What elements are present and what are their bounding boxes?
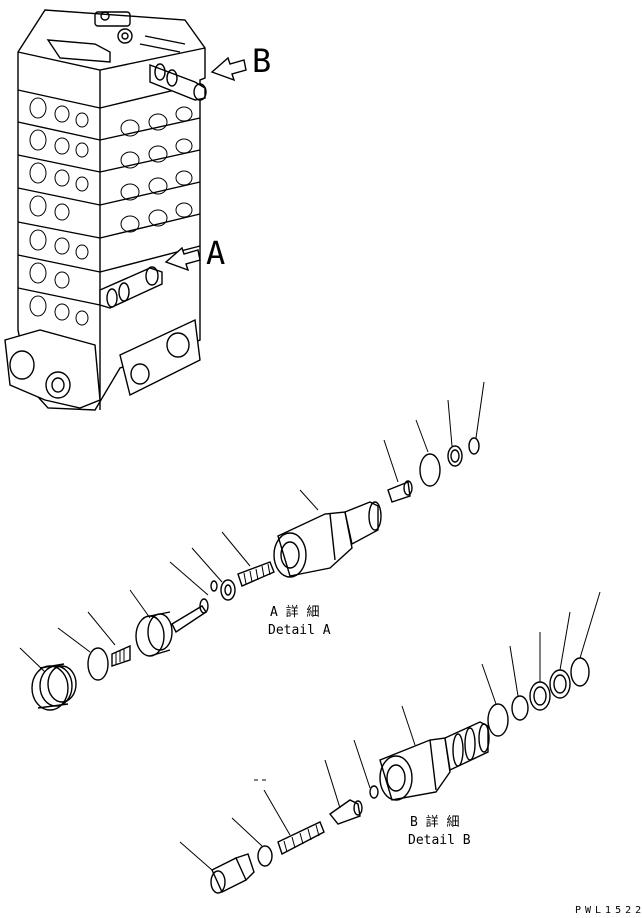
drawing-code: PWL1522 (575, 905, 642, 916)
arrow-to-a (164, 246, 201, 272)
detail-b-parts (210, 657, 590, 894)
arrow-to-b (210, 56, 247, 82)
detail-a-leaders (19, 381, 485, 673)
detail-b-leaders (179, 591, 601, 871)
detail-b-title-jp: B 詳 細 (410, 814, 459, 830)
detail-a-title-en: Detail A (268, 623, 331, 638)
detail-a-title-jp: A 詳 細 (270, 604, 319, 620)
callout-b: B (252, 42, 271, 80)
detail-a-parts (31, 437, 480, 711)
callout-a: A (206, 234, 225, 272)
detail-b-title-en: Detail B (408, 833, 471, 848)
control-valve-assembly (4, 9, 207, 411)
